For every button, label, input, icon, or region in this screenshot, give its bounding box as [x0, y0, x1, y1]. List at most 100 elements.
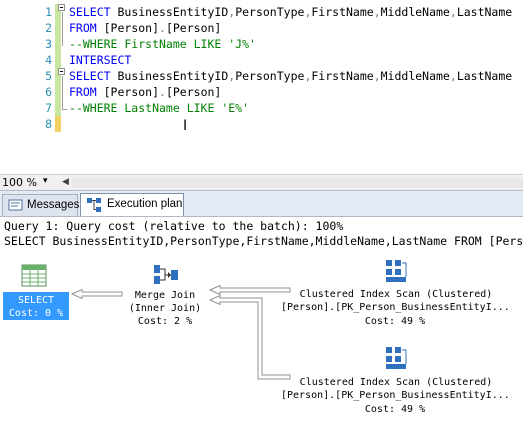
- change-marker: [55, 68, 61, 84]
- sql-token: BusinessEntityID: [110, 5, 229, 19]
- sql-token: LastName: [456, 5, 513, 19]
- line-number: 5: [45, 69, 52, 83]
- line-number: 2: [45, 21, 52, 35]
- change-marker: [55, 4, 61, 20]
- sql-token: FirstName: [311, 5, 374, 19]
- code-text[interactable]: SELECT BusinessEntityID,PersonType,First…: [69, 4, 512, 20]
- sql-keyword: SELECT: [69, 5, 111, 19]
- sql-token: MiddleName: [380, 69, 450, 83]
- scroll-left-icon[interactable]: ◀: [62, 177, 69, 187]
- query-cost-line: Query 1: Query cost (relative to the bat…: [4, 219, 344, 233]
- line-number: 6: [45, 85, 52, 99]
- outline-guide-end: [62, 109, 67, 110]
- line-number: 8: [45, 117, 52, 131]
- horizontal-scrollbar[interactable]: [72, 178, 523, 188]
- code-line[interactable]: 3 --WHERE FirstName LIKE 'J%': [0, 36, 523, 52]
- sql-token: ,: [228, 69, 236, 83]
- code-text[interactable]: FROM [Person].[Person]: [69, 20, 221, 36]
- sql-token: BusinessEntityID: [110, 69, 229, 83]
- change-marker: [55, 84, 61, 100]
- sql-token: ,: [373, 69, 381, 83]
- change-marker: [55, 52, 61, 68]
- sql-token: .: [159, 85, 166, 99]
- code-line[interactable]: 8: [0, 116, 523, 132]
- sql-token: ,: [449, 69, 457, 83]
- sql-keyword: FROM: [69, 85, 97, 99]
- merge-join-type: (Inner Join): [128, 303, 202, 314]
- merge-join-icon[interactable]: [152, 263, 180, 287]
- tab-messages[interactable]: Messages: [2, 194, 80, 216]
- sql-token: [Person]: [96, 85, 160, 99]
- code-line[interactable]: 2 FROM [Person].[Person]: [0, 20, 523, 36]
- sql-keyword: INTERSECT: [69, 53, 132, 67]
- sql-token: MiddleName: [380, 5, 450, 19]
- sql-token: .: [159, 21, 166, 35]
- sql-token: [Person]: [165, 85, 222, 99]
- scan-1-object: [Person].[PK_Person_BusinessEntityI...: [281, 302, 510, 313]
- line-number: 1: [45, 5, 52, 19]
- change-marker: [55, 116, 61, 132]
- editor-gutter: [0, 0, 61, 174]
- clustered-index-scan-icon[interactable]: [382, 258, 410, 284]
- outline-guide-1: [62, 12, 63, 46]
- code-text[interactable]: --WHERE FirstName LIKE 'J%': [69, 36, 256, 52]
- code-line[interactable]: 6 FROM [Person].[Person]: [0, 84, 523, 100]
- scan-2-name: Clustered Index Scan (Clustered): [299, 377, 493, 388]
- change-marker: [55, 100, 61, 116]
- sql-keyword: SELECT: [69, 69, 111, 83]
- tab-messages-label: Messages: [27, 199, 80, 211]
- sql-token: ,: [373, 5, 381, 19]
- sql-token: ,: [304, 5, 312, 19]
- code-text[interactable]: FROM [Person].[Person]: [69, 84, 221, 100]
- select-node-highlight[interactable]: [3, 292, 69, 320]
- query-sql-line: SELECT BusinessEntityID,PersonType,First…: [4, 234, 523, 248]
- execution-plan-pane[interactable]: Query 1: Query cost (relative to the bat…: [0, 217, 523, 433]
- results-tab-strip: Messages Execution plan: [0, 190, 523, 217]
- select-node-name: SELECT: [17, 295, 55, 306]
- scan-1-cost: Cost: 49 %: [364, 316, 426, 327]
- editor-status-bar: 100 % ▾ ◀: [0, 174, 523, 190]
- scan-1-name: Clustered Index Scan (Clustered): [299, 289, 493, 300]
- change-marker: [55, 20, 61, 36]
- sql-token: [Person]: [165, 21, 222, 35]
- sql-comment: --WHERE LastName LIKE 'E%': [69, 101, 250, 115]
- sql-token: LastName: [456, 69, 513, 83]
- collapse-region-1-icon[interactable]: [58, 4, 65, 11]
- change-marker: [55, 36, 61, 52]
- merge-join-cost: Cost: 2 %: [137, 316, 193, 327]
- sql-token: PersonType: [235, 5, 305, 19]
- clustered-index-scan-icon[interactable]: [382, 345, 410, 371]
- text-cursor-icon: I: [183, 118, 188, 134]
- select-operator-icon[interactable]: [21, 264, 47, 288]
- scan-2-cost: Cost: 49 %: [364, 404, 426, 415]
- line-number: 3: [45, 37, 52, 51]
- plan-flow-arrows: [70, 284, 291, 380]
- line-number: 4: [45, 53, 52, 67]
- sql-token: ,: [304, 69, 312, 83]
- outline-guide-2: [62, 76, 63, 110]
- code-line[interactable]: 4 INTERSECT: [0, 52, 523, 68]
- sql-token: PersonType: [235, 69, 305, 83]
- sql-token: [Person]: [96, 21, 160, 35]
- sql-token: FirstName: [311, 69, 374, 83]
- tab-execution-plan[interactable]: Execution plan: [80, 193, 184, 216]
- line-number: 7: [45, 101, 52, 115]
- sql-comment: --WHERE FirstName LIKE 'J%': [69, 37, 256, 51]
- tab-execution-plan-label: Execution plan: [107, 198, 183, 210]
- select-node-cost: Cost: 0 %: [8, 308, 64, 319]
- messages-icon: [8, 199, 23, 211]
- merge-join-name: Merge Join: [134, 290, 196, 301]
- zoom-level[interactable]: 100 %: [2, 176, 37, 189]
- code-text[interactable]: --WHERE LastName LIKE 'E%': [69, 100, 249, 116]
- zoom-dropdown-icon[interactable]: ▾: [43, 176, 48, 186]
- code-text[interactable]: INTERSECT: [69, 52, 131, 68]
- collapse-region-2-icon[interactable]: [58, 68, 65, 75]
- sql-token: ,: [228, 5, 236, 19]
- code-text[interactable]: SELECT BusinessEntityID,PersonType,First…: [69, 68, 512, 84]
- code-line[interactable]: 7 --WHERE LastName LIKE 'E%': [0, 100, 523, 116]
- sql-keyword: FROM: [69, 21, 97, 35]
- sql-token: ,: [449, 5, 457, 19]
